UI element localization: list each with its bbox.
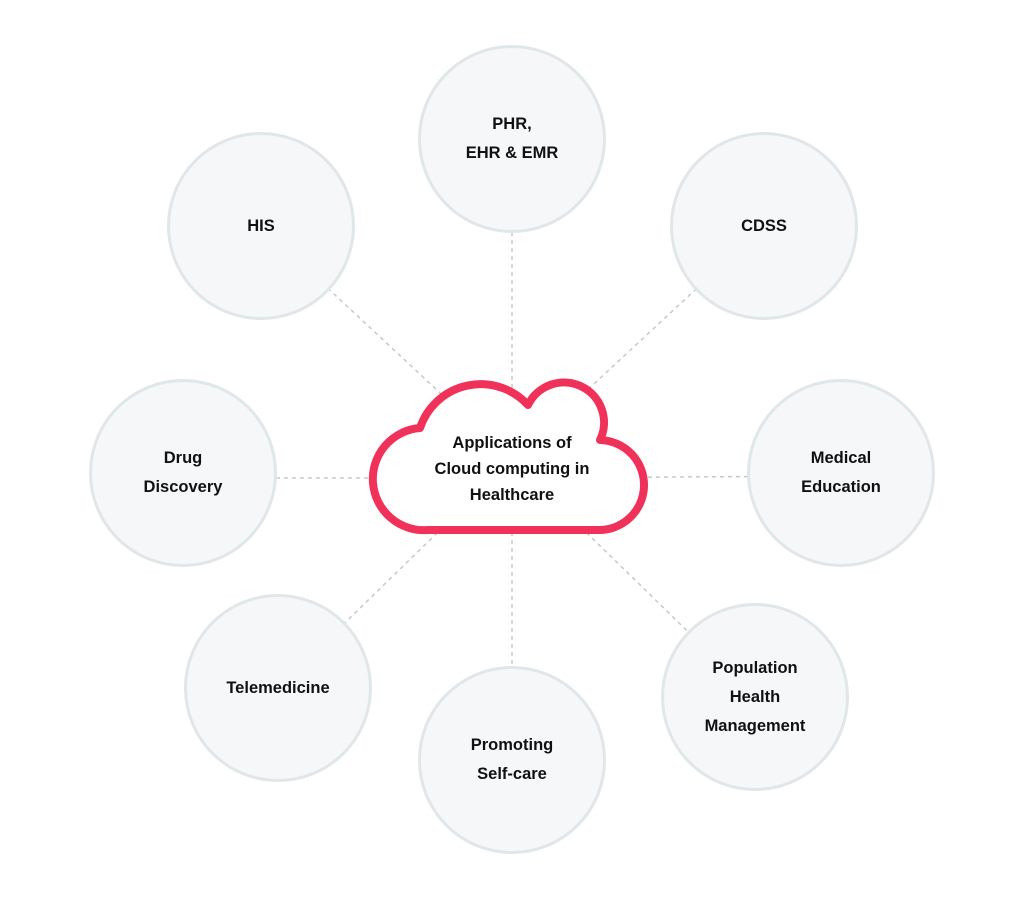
node-label: PHR, EHR & EMR: [465, 115, 559, 162]
node-drug-discovery: Drug Discovery: [89, 379, 277, 567]
node-telemedicine: Telemedicine: [184, 594, 372, 782]
node-cdss: CDSS: [670, 132, 858, 320]
node-label: Medical Education: [801, 449, 881, 496]
node-phr: PHR, EHR & EMR: [418, 45, 606, 233]
node-medical-education: Medical Education: [747, 379, 935, 567]
node-label: Telemedicine: [226, 678, 330, 697]
node-label: Population Health Management: [704, 658, 806, 735]
center-title: Applications of Cloud computing in Healt…: [434, 434, 590, 504]
node-label: Drug Discovery: [143, 449, 223, 496]
node-label: Promoting Self-care: [470, 736, 554, 783]
node-self-care: Promoting Self-care: [418, 666, 606, 854]
node-label: CDSS: [741, 216, 787, 235]
cloud-icon: [368, 378, 648, 535]
node-his: HIS: [167, 132, 355, 320]
node-label: HIS: [247, 216, 275, 235]
node-population-health: Population Health Management: [661, 603, 849, 791]
